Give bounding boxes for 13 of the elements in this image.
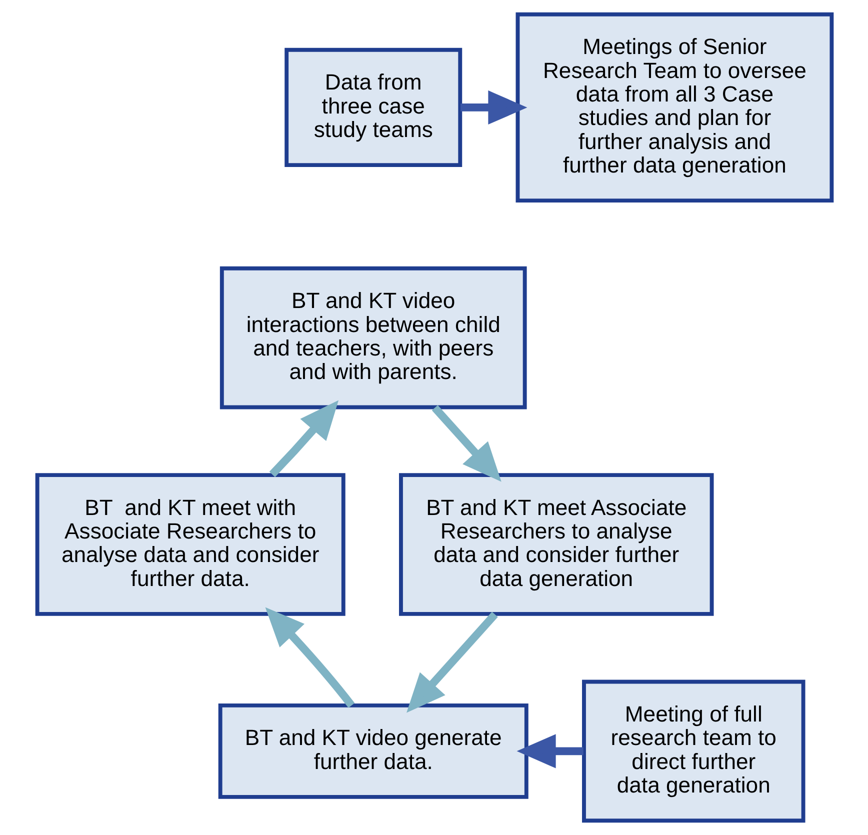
arrow — [406, 612, 498, 713]
arrow — [516, 734, 583, 768]
node-box: BT and KT video generate further data. — [218, 703, 528, 799]
node-box: Meetings of Senior Research Team to oversee data from all 3 Case studies and plan for further analysis and further data generation — [515, 12, 834, 203]
node-box: BT and KT meet with Associate Researchers to analyse data and consider further data. — [34, 473, 345, 616]
arrow — [431, 405, 501, 482]
arrow — [268, 400, 338, 478]
node-box: Meeting of full research team to direct further data generation — [582, 680, 805, 823]
node-box: BT and KT meet Associate Researchers to analyse data and consider further data generation — [398, 473, 714, 616]
node-box: BT and KT video interactions between child and teachers, with peers and with parents. — [219, 266, 526, 410]
arrow — [460, 90, 527, 125]
node-box: Data from three case study teams — [284, 48, 462, 168]
arrow — [264, 607, 354, 708]
